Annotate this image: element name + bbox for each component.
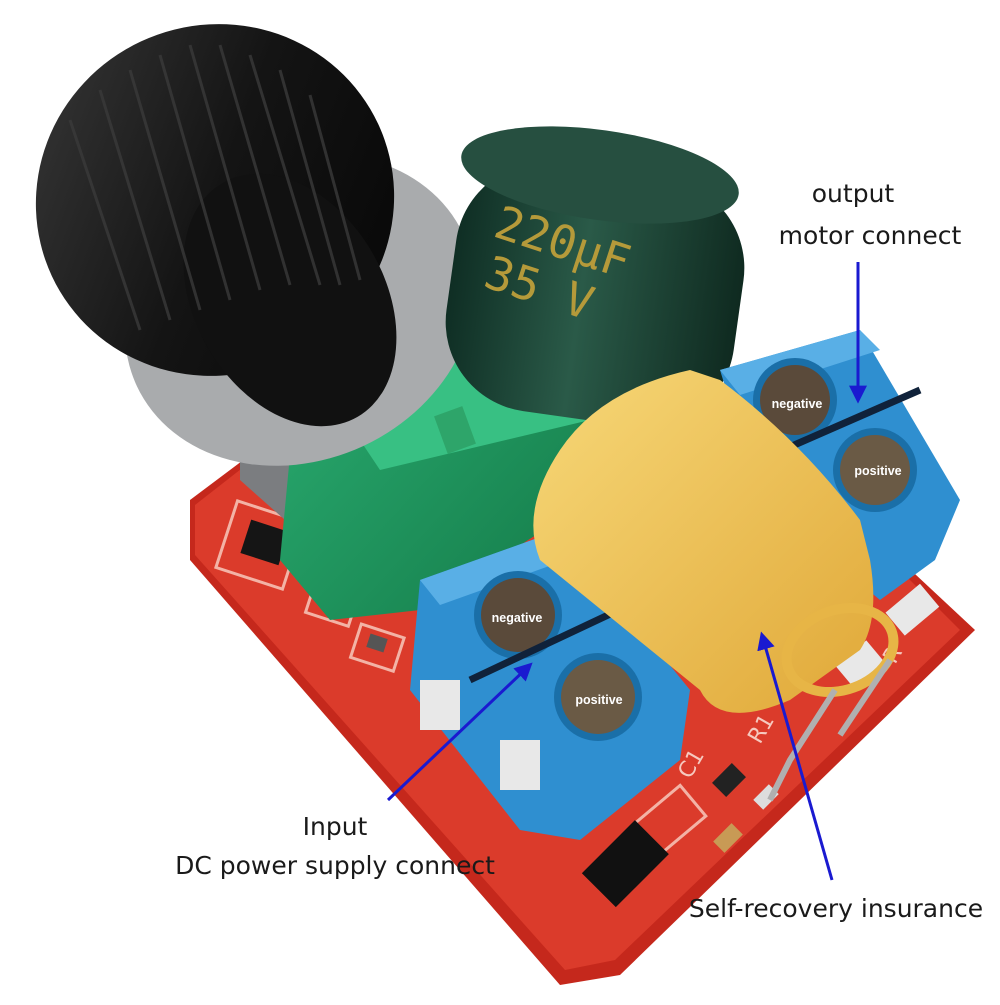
fuse-label: Self-recovery insurance	[688, 894, 984, 923]
output-positive-label: positive	[854, 464, 902, 478]
output-label-line2: motor connect	[778, 221, 962, 250]
self-recovery-fuse	[533, 370, 899, 802]
input-positive-label: positive	[575, 693, 623, 707]
output-terminal-block	[720, 330, 960, 600]
capacitor	[445, 126, 745, 428]
input-label-line2: DC power supply connect	[175, 851, 495, 880]
input-negative-label: negative	[491, 611, 543, 625]
input-label-line1: Input	[302, 812, 368, 841]
output-label-line1: output	[811, 179, 895, 208]
output-negative-label: negative	[771, 397, 823, 411]
knob	[35, 24, 476, 466]
annotation-arrows	[386, 262, 867, 881]
